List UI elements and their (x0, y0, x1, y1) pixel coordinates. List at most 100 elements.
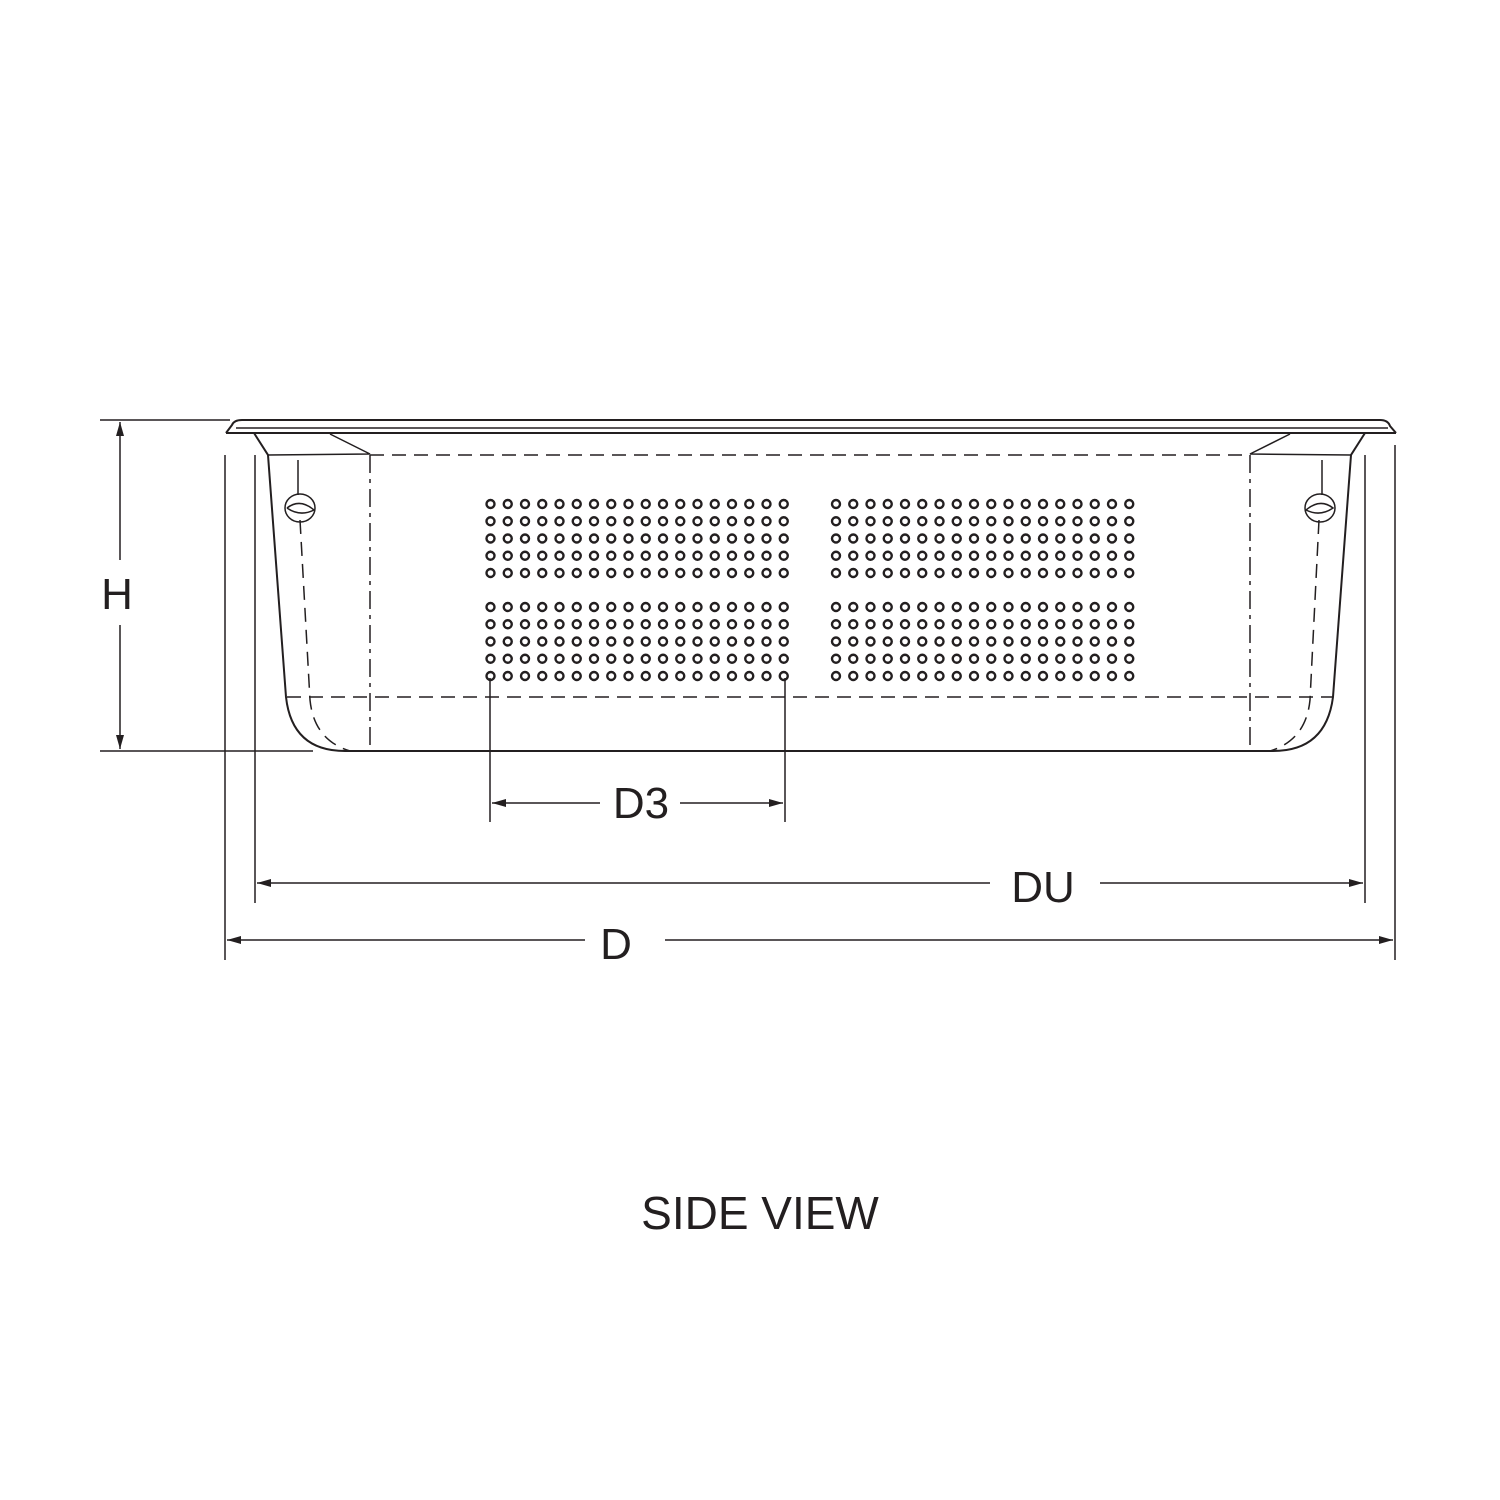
perforation-hole (1055, 567, 1066, 579)
perforation-hole (951, 653, 962, 664)
perforation-hole (1055, 516, 1066, 527)
perforation-hole (865, 498, 876, 510)
perforation-hole (899, 601, 911, 613)
perforation-hole (1020, 567, 1031, 579)
perforation-hole (657, 636, 669, 647)
perforation-hole (848, 601, 859, 613)
perforation-hole (899, 550, 911, 561)
perforation-hole (709, 619, 720, 630)
perforation-hole (934, 498, 945, 510)
perforation-hole (675, 670, 686, 682)
perforation-hole (537, 601, 548, 613)
perforation-hole (934, 636, 945, 647)
perforation-hole (1020, 653, 1031, 664)
perforation-hole (726, 498, 738, 510)
perforation-hole (830, 550, 842, 561)
perforation-hole (554, 498, 565, 510)
perforation-hole (640, 601, 651, 613)
perforation-hole (502, 516, 513, 527)
pan-body (253, 432, 1366, 752)
perforation-hole (726, 550, 738, 561)
perforation-hole (502, 550, 513, 561)
perforation-hole (606, 567, 617, 579)
perforation-hole (951, 533, 962, 544)
perforation-hole (778, 636, 789, 647)
perforation-hole (830, 619, 842, 630)
perforation-hole (848, 533, 859, 544)
perforation-dimension (489, 678, 786, 822)
perforation-hole (675, 550, 686, 561)
perforation-hole (865, 653, 876, 664)
perforation-hole (934, 533, 945, 544)
perforation-hole (865, 533, 876, 544)
perforation-label: D3 (613, 779, 669, 828)
perforation-hole (899, 619, 911, 630)
perforation-hole (1106, 601, 1118, 613)
perforation-hole (571, 619, 582, 630)
perforation-hole (623, 636, 634, 647)
perforation-hole (657, 498, 669, 510)
perforation-hole (744, 636, 755, 647)
perforation-hole (692, 636, 703, 647)
perforation-hole (726, 516, 738, 527)
perforation-hole (692, 550, 703, 561)
perforation-hole (623, 516, 634, 527)
perforation-hole (744, 533, 755, 544)
perforation-hole (1037, 601, 1049, 613)
perforation-hole (571, 636, 582, 647)
perforation-hole (1124, 601, 1135, 613)
perforation-hole (588, 636, 600, 647)
perforation-hole (502, 619, 513, 630)
perforation-hole (1020, 550, 1031, 561)
perforation-hole (502, 670, 513, 682)
perforation-hole (830, 601, 842, 613)
perforation-hole (675, 567, 686, 579)
perforation-hole (657, 653, 669, 664)
pan-rim (225, 419, 1397, 434)
perforation-hole (968, 653, 980, 664)
perforation-hole (1106, 498, 1118, 510)
perforation-hole (1003, 619, 1014, 630)
perforation-hole (761, 636, 772, 647)
perforation-hole (554, 619, 565, 630)
perforation-hole (571, 567, 582, 579)
perforation-hole (571, 550, 582, 561)
perforation-hole (761, 567, 772, 579)
perforation-hole (485, 653, 496, 664)
perforation-hole (848, 636, 859, 647)
perforation-hole (1055, 533, 1066, 544)
perforation-hole (761, 619, 772, 630)
perforation-hole (986, 498, 997, 510)
perforation-hole (951, 516, 962, 527)
perforation-hole (761, 498, 772, 510)
perforation-hole (692, 567, 703, 579)
perforation-hole (623, 619, 634, 630)
perforation-hole (519, 533, 531, 544)
perforation-hole (1072, 653, 1083, 664)
perforation-hole (1124, 550, 1135, 561)
perforation-hole (934, 567, 945, 579)
perforation-hole (519, 516, 531, 527)
perforation-hole (726, 533, 738, 544)
perforation-hole (1124, 636, 1135, 647)
perforation-hole (571, 670, 582, 682)
perforation-hole (1037, 550, 1049, 561)
perforation-hole (744, 601, 755, 613)
perforation-hole (640, 653, 651, 664)
perforation-hole (917, 653, 928, 664)
perforation-hole (1055, 601, 1066, 613)
perforation-hole (657, 670, 669, 682)
perforation-hole (640, 550, 651, 561)
perforation-hole (1037, 653, 1049, 664)
perforation-hole (1106, 516, 1118, 527)
perforation-hole (537, 550, 548, 561)
perforation-hole (554, 533, 565, 544)
perforation-hole (554, 567, 565, 579)
perforation-hole (934, 550, 945, 561)
perforation-hole (848, 670, 859, 682)
perforation-hole (537, 533, 548, 544)
perforation-hole (485, 601, 496, 613)
perforation-hole (502, 567, 513, 579)
perforation-hole (1003, 516, 1014, 527)
perforation-hole (519, 550, 531, 561)
